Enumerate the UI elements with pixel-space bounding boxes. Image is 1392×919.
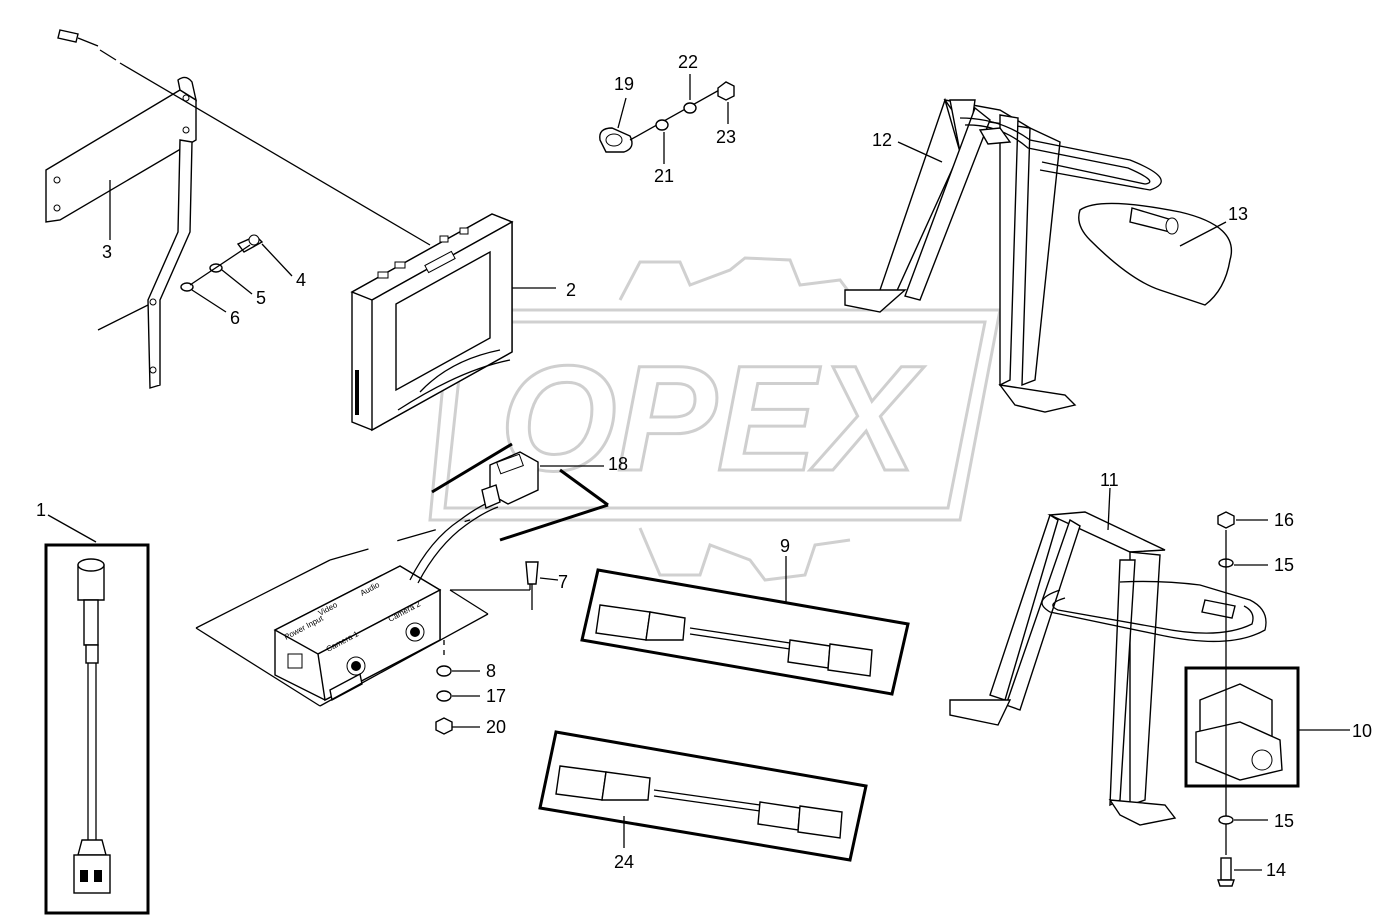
callout-4: 4 — [296, 270, 306, 290]
cable-part-24 — [538, 730, 868, 862]
nut-part-23 — [717, 81, 735, 101]
callout-21: 21 — [654, 166, 674, 186]
callout-13: 13 — [1228, 204, 1248, 224]
clamp-part-19 — [599, 127, 633, 153]
callout-14: 14 — [1266, 860, 1286, 880]
frame-part-11 — [949, 511, 1267, 826]
callout-1: 1 — [36, 500, 46, 520]
control-box: Power Input Video Audio Camera 1 Camera … — [273, 565, 442, 702]
washer-part-21 — [655, 119, 669, 131]
cable-part-9 — [580, 568, 910, 696]
washer-part-17 — [436, 690, 452, 702]
nut-part-16 — [1217, 511, 1235, 529]
callout-15-bottom: 15 — [1274, 811, 1294, 831]
monitor-part-2 — [350, 213, 514, 432]
callout-6: 6 — [230, 308, 240, 328]
bracket-part-3 — [45, 76, 198, 389]
nut-part-20 — [435, 717, 453, 735]
callout-16: 16 — [1274, 510, 1294, 530]
callout-12: 12 — [872, 130, 892, 150]
callout-18: 18 — [608, 454, 628, 474]
callout-24: 24 — [614, 852, 634, 872]
washer-part-15-bottom — [1218, 815, 1234, 825]
callout-7: 7 — [558, 572, 568, 592]
callout-23: 23 — [716, 127, 736, 147]
callout-11: 11 — [1100, 470, 1119, 490]
screw-part-4 — [236, 234, 264, 253]
callout-19: 19 — [614, 74, 634, 94]
frame-part-12 — [844, 97, 1162, 413]
callout-22: 22 — [678, 52, 698, 72]
callout-3: 3 — [102, 242, 112, 262]
callout-20: 20 — [486, 717, 506, 737]
bracket-part-10 — [1184, 666, 1300, 788]
washer-part-8 — [436, 665, 452, 677]
watermark-text: OPEX — [500, 334, 925, 502]
screw-part-7 — [525, 561, 539, 610]
callout-17: 17 — [486, 686, 506, 706]
callout-15-top: 15 — [1274, 555, 1294, 575]
harness-part-1 — [44, 543, 150, 915]
leader-lines — [47, 74, 1350, 871]
cover-part-13 — [1078, 202, 1232, 306]
bolt-part-14 — [1217, 857, 1235, 887]
connector-part-18 — [481, 451, 539, 509]
screw-top-left — [57, 29, 99, 47]
callout-5: 5 — [256, 288, 266, 308]
callout-9: 9 — [780, 536, 790, 556]
callout-labels: 1 2 3 4 5 6 7 8 9 10 11 12 13 14 15 15 1… — [36, 52, 1372, 880]
washer-part-22 — [683, 102, 697, 114]
callout-10: 10 — [1352, 721, 1372, 741]
callout-2: 2 — [566, 280, 576, 300]
callout-8: 8 — [486, 661, 496, 681]
opex-watermark: OPEX — [428, 256, 1002, 582]
